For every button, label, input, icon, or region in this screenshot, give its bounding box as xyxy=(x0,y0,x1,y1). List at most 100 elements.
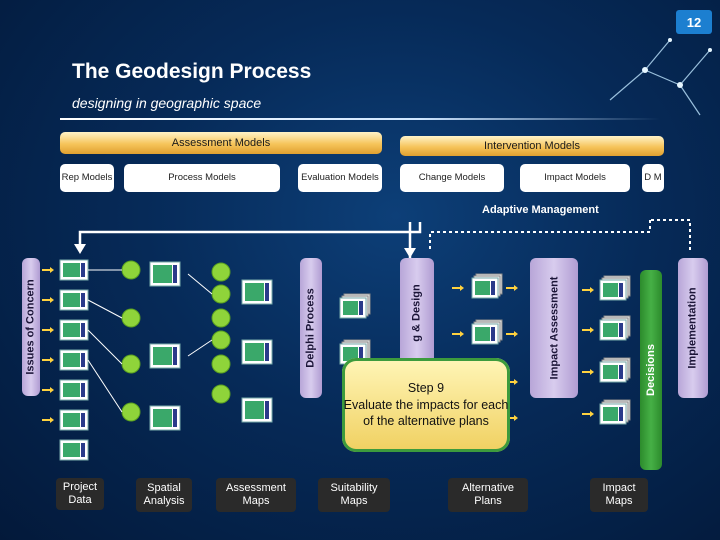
assessment-maps-label: Assessment Maps xyxy=(216,478,296,512)
page-subtitle: designing in geographic space xyxy=(72,95,262,111)
flow-arrow-head xyxy=(590,369,594,375)
suitability-maps-label: Suitability Maps xyxy=(318,478,390,512)
flow-arrow-head xyxy=(50,357,54,363)
map-thumbnail-fill xyxy=(153,409,172,427)
process-node-icon xyxy=(211,354,231,374)
planning-design-bar: g & Design xyxy=(400,258,434,368)
page-number: 12 xyxy=(676,10,712,34)
map-thumbnail-legend xyxy=(173,409,177,427)
intervention-models-bar: Intervention Models xyxy=(400,136,664,156)
process-node-icon xyxy=(121,354,141,374)
map-thumbnail-legend xyxy=(619,283,623,297)
project-data-label: Project Data xyxy=(56,478,104,510)
map-thumbnail-fill xyxy=(63,323,80,337)
map-thumbnail-fill xyxy=(343,301,358,315)
flow-arrow-head xyxy=(590,287,594,293)
map-thumbnail-fill xyxy=(603,283,618,297)
map-thumbnail-legend xyxy=(359,301,363,315)
map-thumbnail-fill xyxy=(63,293,80,307)
page-title: The Geodesign Process xyxy=(72,60,312,83)
decisions-bar: Decisions xyxy=(640,270,662,470)
flow-arrow-head xyxy=(50,297,54,303)
flow-arrow-head xyxy=(514,379,518,385)
map-thumbnail-fill xyxy=(245,343,264,361)
map-thumbnail-fill xyxy=(343,347,358,361)
process-node-icon xyxy=(211,262,231,282)
connector-line xyxy=(187,339,213,357)
connector-line xyxy=(87,299,123,319)
impact-assessment-bar: Impact Assessment xyxy=(530,258,578,398)
map-thumbnail-legend xyxy=(265,401,269,419)
process-node-icon xyxy=(121,260,141,280)
process-node-icon xyxy=(211,330,231,350)
map-thumbnail-legend xyxy=(173,265,177,283)
map-thumbnail-fill xyxy=(153,347,172,365)
map-thumbnail-legend xyxy=(265,343,269,361)
process-models-box: Process Models xyxy=(124,164,280,192)
flow-arrow-head xyxy=(460,285,464,291)
impact-maps-label: Impact Maps xyxy=(590,478,648,512)
map-thumbnail-legend xyxy=(173,347,177,365)
process-node-icon xyxy=(211,384,231,404)
assessment-models-bar: Assessment Models xyxy=(60,132,382,154)
map-thumbnail-fill xyxy=(63,353,80,367)
map-thumbnail-legend xyxy=(81,293,85,307)
change-models-box: Change Models xyxy=(400,164,504,192)
map-thumbnail-legend xyxy=(491,327,495,341)
map-thumbnail-legend xyxy=(81,323,85,337)
flow-arrow-head xyxy=(590,327,594,333)
flow-arrow-head xyxy=(50,417,54,423)
map-thumbnail-fill xyxy=(153,265,172,283)
map-thumbnail-legend xyxy=(81,413,85,427)
issues-of-concern-bar: Issues of Concern xyxy=(22,258,40,396)
flow-arrow-head xyxy=(514,285,518,291)
map-thumbnail-legend xyxy=(491,281,495,295)
map-thumbnail-fill xyxy=(245,401,264,419)
map-thumbnail-legend xyxy=(359,347,363,361)
flow-arrow-head xyxy=(50,387,54,393)
spatial-analysis-label: Spatial Analysis xyxy=(136,478,192,512)
process-node-icon xyxy=(211,308,231,328)
map-thumbnail-legend xyxy=(81,263,85,277)
flow-arrow-head xyxy=(460,331,464,337)
map-thumbnail-fill xyxy=(63,443,80,457)
flow-arrow-head xyxy=(590,411,594,417)
map-thumbnail-fill xyxy=(245,283,264,301)
alternative-plans-label: Alternative Plans xyxy=(448,478,528,512)
map-thumbnail-fill xyxy=(63,413,80,427)
process-node-icon xyxy=(121,308,141,328)
process-node-icon xyxy=(211,284,231,304)
connector-line xyxy=(187,273,213,295)
title-underline xyxy=(60,118,660,120)
dm-box: D M xyxy=(642,164,664,192)
step-heading: Step 9 xyxy=(407,380,445,395)
adaptive-management-label: Adaptive Management xyxy=(482,204,599,216)
map-thumbnail-fill xyxy=(603,407,618,421)
implementation-bar: Implementation xyxy=(678,258,708,398)
map-thumbnail-fill xyxy=(603,365,618,379)
map-thumbnail-fill xyxy=(63,383,80,397)
map-thumbnail-legend xyxy=(619,323,623,337)
connector-line xyxy=(87,359,123,413)
map-thumbnail-legend xyxy=(81,443,85,457)
connector-line xyxy=(87,329,123,365)
impact-models-box: Impact Models xyxy=(520,164,630,192)
network-graphic-icon xyxy=(609,38,712,116)
map-thumbnail-legend xyxy=(81,353,85,367)
flow-arrow-head xyxy=(50,267,54,273)
map-thumbnail-fill xyxy=(475,281,490,295)
flow-arrow-head xyxy=(50,327,54,333)
map-thumbnail-legend xyxy=(81,383,85,397)
map-thumbnail-legend xyxy=(265,283,269,301)
map-thumbnail-legend xyxy=(619,365,623,379)
delphi-process-bar: Delphi Process xyxy=(300,258,322,398)
process-node-icon xyxy=(121,402,141,422)
rep-models-box: Rep Models xyxy=(60,164,114,192)
evaluation-models-box: Evaluation Models xyxy=(298,164,382,192)
flow-arrow-head xyxy=(514,331,518,337)
map-thumbnail-fill xyxy=(63,263,80,277)
flow-arrow-head xyxy=(514,415,518,421)
map-thumbnail-fill xyxy=(603,323,618,337)
